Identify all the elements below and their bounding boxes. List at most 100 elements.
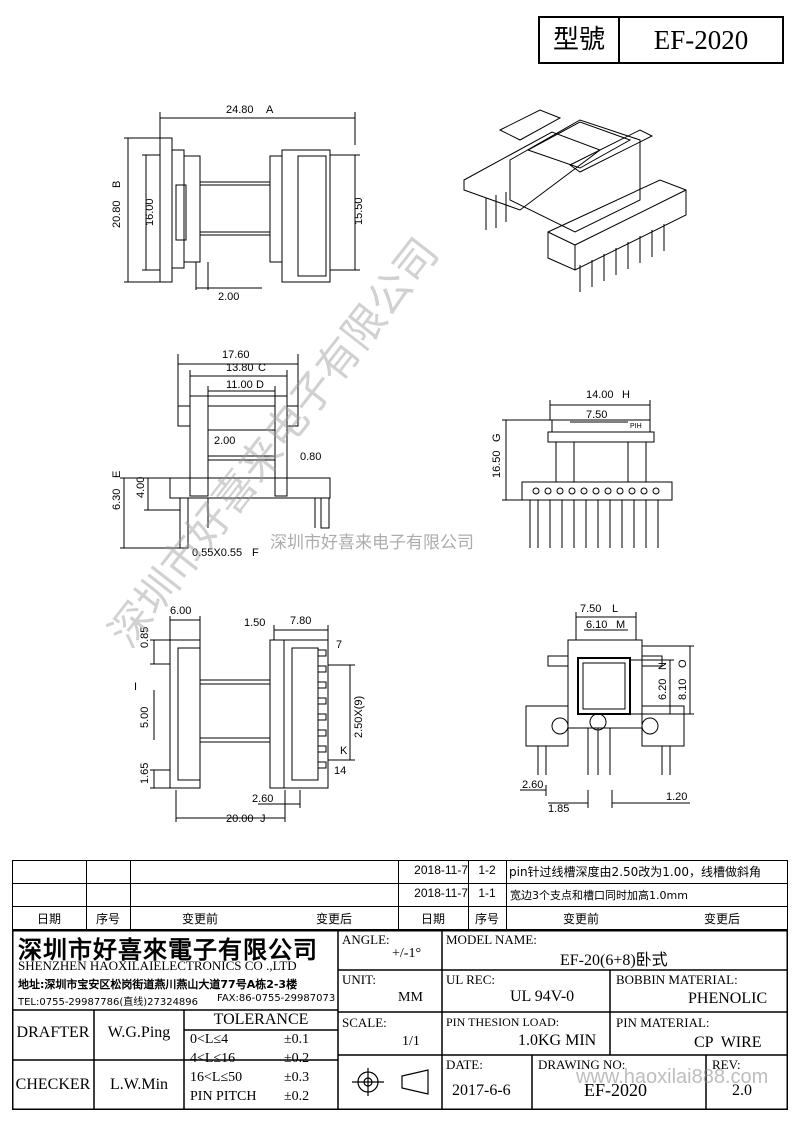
technical-drawing: 24.80 A 20.80 B 16.00 15.50 2.00 17.60 1… (100, 104, 694, 825)
date-label: DATE: (446, 1057, 483, 1072)
model-value: EF-20(6+8)卧式 (560, 952, 668, 969)
isometric-view (463, 109, 687, 292)
tol-r2-range: 4<L≤16 (190, 1051, 236, 1066)
dim-side-h1-id: E (111, 471, 123, 478)
dim-end-a: 7.50 (580, 603, 601, 615)
tol-r4-val: ±0.2 (284, 1089, 310, 1104)
dim-top-h-id: B (111, 181, 123, 188)
dim-front-inner: 7.50 (586, 409, 607, 421)
dim-end-b: 6.10 (586, 619, 607, 631)
dim-side-d2: 13.80 (226, 362, 254, 374)
tolerance-label: TOLERANCE (213, 1011, 309, 1028)
projection-symbol-icon (352, 1068, 429, 1096)
pin-start: 7 (336, 639, 342, 651)
dim-side-d2-id: C (258, 362, 266, 374)
dim-bottom-c-id: I (134, 681, 137, 693)
dim-top-w: 24.80 (226, 104, 254, 116)
dim-front-w: 14.00 (586, 389, 614, 401)
revision-grid (12, 860, 788, 930)
rev1-desc: pin针过线槽深度由2.50改为1.00，线槽做斜角 (509, 865, 761, 879)
dim-top-h: 20.80 (111, 200, 123, 228)
tol-r3-range: 16<L≤50 (190, 1070, 243, 1085)
front-tag: PIH (630, 423, 642, 430)
dim-side-d3-id: D (256, 379, 264, 391)
dim-side-d3: 11.00 (226, 379, 253, 391)
dim-bottom-c: 5.00 (139, 707, 151, 728)
scale-label: SCALE: (342, 1015, 387, 1030)
unit-label: UNIT: (342, 972, 377, 987)
load-label: PIN THESION LOAD: (446, 1015, 560, 1029)
dim-side-pin: 0.55X0.55 (192, 547, 242, 559)
dim-end-g: 1.20 (666, 791, 687, 803)
pin-end: 14 (334, 765, 346, 777)
top-view (124, 112, 360, 290)
front-view (502, 400, 673, 548)
checker-value: L.W.Min (109, 1076, 169, 1093)
checker-label: CHECKER (15, 1076, 91, 1093)
tol-r2-val: ±0.2 (284, 1051, 310, 1066)
title-block-grid (12, 930, 788, 1110)
rev-hd-seq: 序号 (95, 912, 120, 926)
model-box-value: EF-2020 (653, 25, 749, 55)
drawing-no-value: EF-2020 (584, 1080, 647, 1100)
dim-bottom-b: 0.85 (139, 627, 151, 648)
dim-bottom-f: 7.80 (290, 615, 311, 627)
drawing-no-label: DRAWING NO: (538, 1057, 626, 1072)
dim-side-gap: 0.80 (300, 451, 321, 463)
dim-end-c: 6.20 (657, 679, 669, 700)
dim-front-h: 16.50 (491, 450, 503, 478)
dim-top-inner: 16.00 (144, 198, 156, 226)
rev1-seq: 1-2 (478, 863, 496, 877)
bobbin-label: BOBBIN MATERIAL: (616, 972, 738, 987)
dim-top-w-id: A (266, 104, 274, 116)
dim-side-pin-id: F (252, 547, 259, 559)
tol-r1-val: ±0.1 (284, 1032, 310, 1047)
model-box: 型號 EF-2020 (538, 16, 784, 64)
rev2-seq: 1-1 (478, 886, 496, 900)
drafter-value: W.G.Ping (107, 1024, 171, 1041)
tol-r1-range: 0<L≤4 (190, 1032, 229, 1047)
watermark-diagonal: 深圳市好喜来电子有限公司 (100, 229, 447, 655)
revision-table: 2018-11-7 1-2 pin针过线槽深度由2.50改为1.00，线槽做斜角… (12, 860, 788, 930)
dim-top-flange: 2.00 (218, 291, 239, 303)
company-name-cn: 深圳市好喜來電子有限公司 (18, 938, 318, 964)
company-address: 地址:深圳市宝安区松岗街道燕川燕山大道77号A栋2-3楼 (18, 978, 298, 991)
rev-hd-date-2: 日期 (420, 912, 445, 926)
side-view (120, 354, 331, 549)
drafter-label: DRAFTER (16, 1024, 90, 1041)
dim-bottom-pitch: 2.50X(9) (353, 696, 365, 738)
company-tel: TEL:0755-29987786(直线)27324896 (18, 997, 199, 1008)
title-block: 深圳市好喜來電子有限公司 SHENZHEN HAOXILAIELECTRONIC… (12, 930, 788, 1110)
rev-hd-after-2: 变更后 (703, 912, 740, 926)
rev-hd-before-2: 变更前 (562, 912, 599, 926)
dim-end-f: 1.85 (548, 803, 569, 815)
dim-end-b-id: M (616, 619, 625, 631)
watermark-horizontal: 深圳市好喜来电子有限公司 (270, 533, 474, 552)
dim-side-h2: 4.00 (135, 477, 147, 498)
unit-value: MM (398, 990, 423, 1005)
rev1-date: 2018-11-7 (414, 863, 468, 877)
load-value: 1.0KG MIN (518, 1032, 597, 1049)
tol-r3-val: ±0.3 (284, 1070, 310, 1085)
dim-side-wall: 2.00 (214, 435, 235, 447)
dim-end-e: 2.60 (522, 779, 543, 791)
rev-hd-date: 日期 (36, 912, 61, 926)
bobbin-value: PHENOLIC (688, 990, 768, 1007)
dim-front-h-id: G (491, 433, 503, 442)
pinmat-value: CP WIRE (694, 1034, 762, 1051)
dim-end-d: 8.10 (677, 679, 689, 700)
rev-hd-before: 变更前 (181, 912, 218, 926)
dim-bottom-len-id: J (260, 813, 266, 825)
rev-hd-after: 变更后 (315, 912, 352, 926)
tol-r4-range: PIN PITCH (190, 1089, 257, 1104)
model-box-label: 型號 (540, 18, 620, 62)
rev2-desc: 宽边3个支点和槽口同时加高1.0mm (510, 889, 688, 902)
pinmat-label: PIN MATERIAL: (616, 1015, 710, 1030)
angle-value: +/-1° (392, 946, 422, 961)
company-name-en: SHENZHEN HAOXILAIELECTRONICS CO .,LTD (18, 958, 297, 973)
dim-bottom-e: 1.50 (244, 617, 265, 629)
ul-value: UL 94V-0 (510, 988, 575, 1005)
dim-front-w-id: H (622, 389, 630, 401)
model-label: MODEL NAME: (446, 932, 537, 947)
dim-side-d1: 17.60 (222, 349, 250, 361)
